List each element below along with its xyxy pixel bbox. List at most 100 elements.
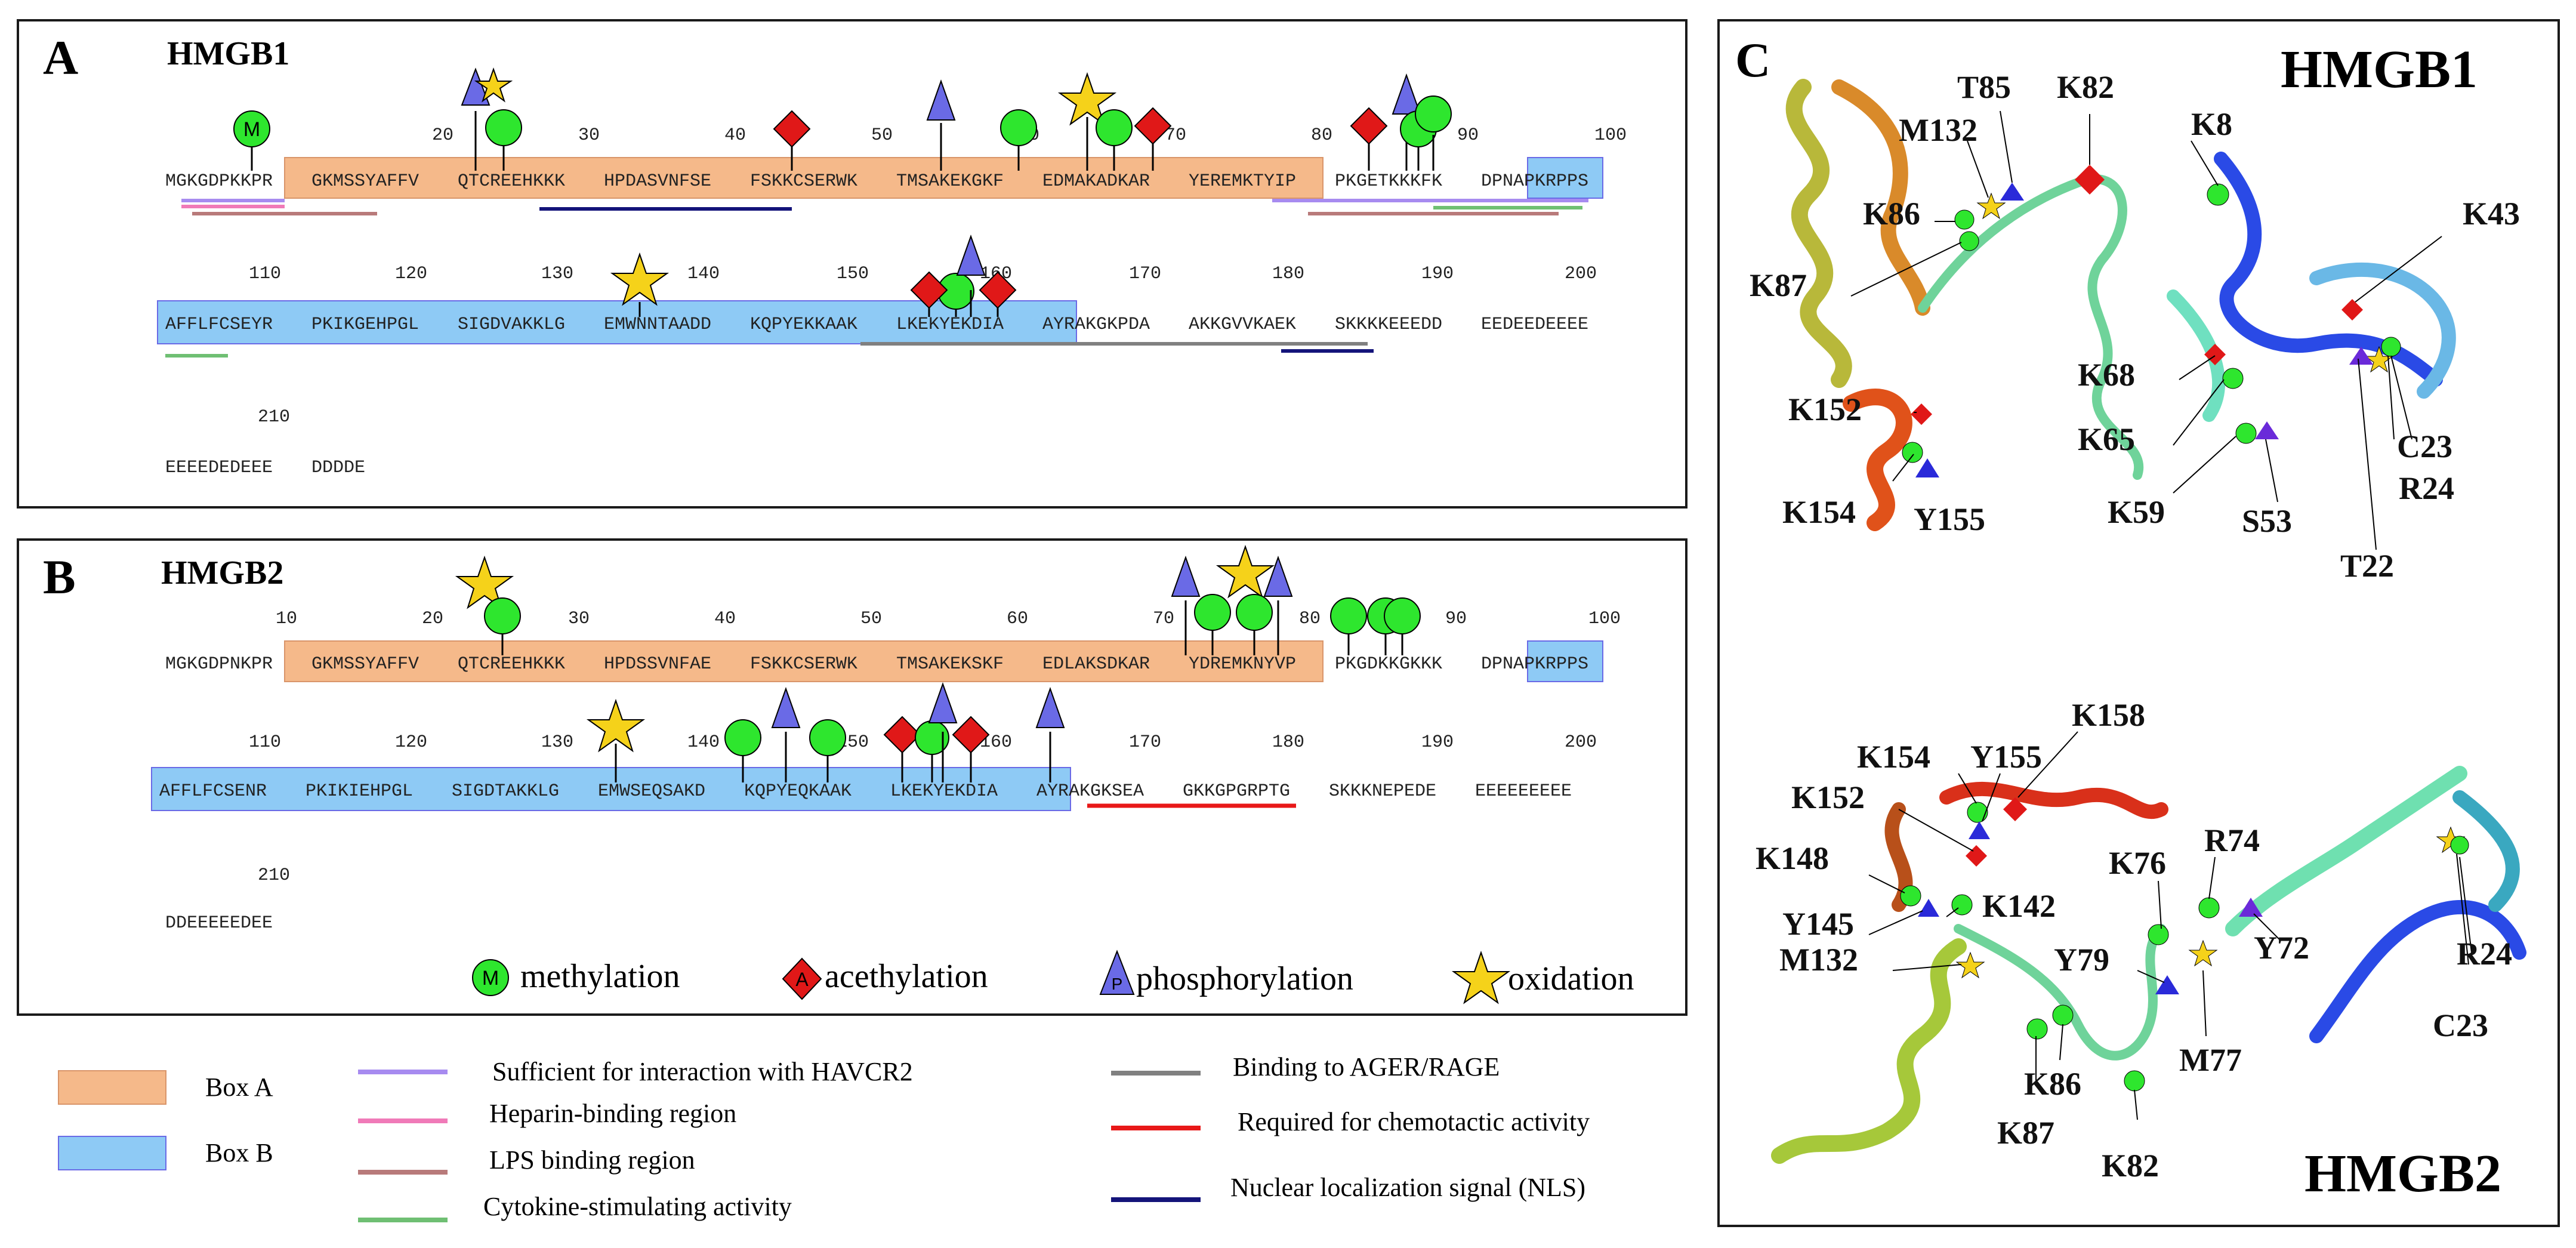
seq-block: EMWSEQSAKD xyxy=(598,781,705,802)
num: 90 xyxy=(1457,125,1479,146)
label-k59: K59 xyxy=(2108,494,2165,530)
region-legend: Box A Box B Sufficient for interaction w… xyxy=(0,1025,1707,1240)
phosphorylation-icon xyxy=(926,79,956,121)
panel-b-title: HMGB2 xyxy=(161,554,283,591)
label-k154: K154 xyxy=(1782,494,1856,530)
phosphorylation-icon xyxy=(1969,821,1990,839)
structure-title-hmgb2: HMGB2 xyxy=(2304,1144,2501,1203)
methylation-symbol: M xyxy=(243,118,260,141)
panel-c-svg: C HMGB1 HMGB2 xyxy=(1735,33,2526,1203)
panel-a-letter: A xyxy=(43,30,78,85)
ptm-legend: M methylation A acethylation P phosphory… xyxy=(472,950,1634,1004)
structure-title-hmgb1: HMGB1 xyxy=(2281,40,2478,99)
legend-heparin: Heparin-binding region xyxy=(489,1099,736,1128)
legend-phosphorylation-label: phosphorylation xyxy=(1136,960,1353,997)
helix-segment xyxy=(1843,389,1912,531)
label-k142: K142 xyxy=(1982,888,2056,924)
seq-block: AFFLFCSEYR xyxy=(165,315,273,335)
methylation-icon xyxy=(2026,1018,2048,1040)
num: 20 xyxy=(422,609,443,629)
seq-block: PKGDKKGKKK xyxy=(1335,654,1442,674)
seq-block: EDLAKSDKAR xyxy=(1042,654,1150,674)
num: 170 xyxy=(1129,264,1161,284)
label-k65: K65 xyxy=(2078,421,2135,457)
seq-block: GKMSSYAFFV xyxy=(311,171,419,192)
phosphorylation-icon xyxy=(956,235,986,276)
acetylation-icon xyxy=(2341,299,2363,321)
methylation-icon xyxy=(2207,183,2229,206)
num: 50 xyxy=(871,125,893,146)
methylation-icon xyxy=(1000,109,1037,146)
num: 100 xyxy=(1594,125,1627,146)
seq-block: SKKKKEEEDD xyxy=(1335,315,1442,335)
methylation-icon xyxy=(1954,209,1975,230)
oxidation-icon xyxy=(474,67,513,103)
legend-cytokine: Cytokine-stimulating activity xyxy=(483,1192,792,1221)
label-y145: Y145 xyxy=(1782,906,1854,942)
oxidation-icon xyxy=(586,698,646,753)
phosphorylation-icon xyxy=(1035,687,1065,728)
label-r24: R24 xyxy=(2457,936,2512,972)
seq-block: TMSAKEKSKF xyxy=(896,654,1004,674)
methylation-icon xyxy=(1330,597,1367,634)
phosphorylation-icon xyxy=(1915,458,1939,477)
num: 150 xyxy=(837,264,869,284)
panel-b-svg: B HMGB2 10 20 30 40 50 60 70 80 90 100 M… xyxy=(43,544,1634,1004)
legend-chemotactic: Required for chemotactic activity xyxy=(1238,1107,1590,1136)
seq-block: YDREMKNYVP xyxy=(1189,654,1296,674)
panel-a-svg: A HMGB1 10 20 30 40 50 60 70 80 90 100 xyxy=(43,30,1627,478)
seq-block: DPNAPKRPPS xyxy=(1481,654,1588,674)
label-k86: K86 xyxy=(2024,1066,2081,1102)
seq-block: HPDASVNFSE xyxy=(604,171,711,192)
num: 70 xyxy=(1153,609,1174,629)
box-a-region xyxy=(284,157,1324,199)
label-k82: K82 xyxy=(2102,1148,2159,1184)
methylation-icon xyxy=(233,110,270,147)
oxidation-icon xyxy=(1976,192,2006,220)
num: 30 xyxy=(568,609,590,629)
hmgb2-ribbon xyxy=(1771,766,2526,1164)
seq-block: SIGDTAKKLG xyxy=(452,781,559,802)
panel-a-title: HMGB1 xyxy=(167,35,289,72)
seq-block: DDEEEEEDEE xyxy=(165,913,273,933)
num: 130 xyxy=(541,264,573,284)
oxidation-icon xyxy=(1955,951,1985,979)
oxidation-icon xyxy=(2364,346,2394,373)
label-k152: K152 xyxy=(1791,779,1865,815)
seq-block: FSKKCSERWK xyxy=(750,654,857,674)
box-b-region xyxy=(151,767,1071,811)
methylation-icon xyxy=(2124,1070,2145,1092)
phosphorylation-icon xyxy=(2349,347,2373,365)
label-y155: Y155 xyxy=(1914,501,1985,537)
seq-block: EDMAKADKAR xyxy=(1042,171,1150,192)
label-k158: K158 xyxy=(2072,697,2145,733)
num: 210 xyxy=(258,407,290,427)
helix-segment xyxy=(2225,766,2467,936)
num: 110 xyxy=(249,732,281,753)
seq-block: EEEEEEEEE xyxy=(1475,781,1572,802)
box-a-region xyxy=(284,640,1324,682)
label-m132: M132 xyxy=(1779,942,1858,978)
methylation-icon xyxy=(2381,337,2401,357)
box-b-region-start xyxy=(1527,157,1603,199)
panel-a-hmgb1-sequence: A HMGB1 10 20 30 40 50 60 70 80 90 100 xyxy=(17,19,1687,509)
helix-segment xyxy=(2452,790,2520,912)
num: 180 xyxy=(1272,264,1304,284)
num: 180 xyxy=(1272,732,1304,753)
acetylation-icon xyxy=(1911,403,1932,425)
methylation-icon xyxy=(915,720,949,755)
seq-block: PKGETKKKFK xyxy=(1335,171,1442,192)
label-k8: K8 xyxy=(2191,106,2232,142)
legend-box-a-swatch xyxy=(58,1070,166,1105)
methylation-icon xyxy=(484,597,521,634)
helix-segment xyxy=(1771,938,1967,1164)
ptm-markers-a: M xyxy=(233,67,1452,317)
methylation-icon xyxy=(1384,597,1421,634)
phosphorylation-icon xyxy=(2000,183,2024,201)
label-s53: S53 xyxy=(2242,503,2292,539)
oxidation-icon xyxy=(455,555,514,609)
num: 170 xyxy=(1129,732,1161,753)
helix-segment xyxy=(2309,899,2526,1043)
legend-ager: Binding to AGER/RAGE xyxy=(1233,1052,1500,1081)
oxidation-icon xyxy=(2188,939,2218,967)
